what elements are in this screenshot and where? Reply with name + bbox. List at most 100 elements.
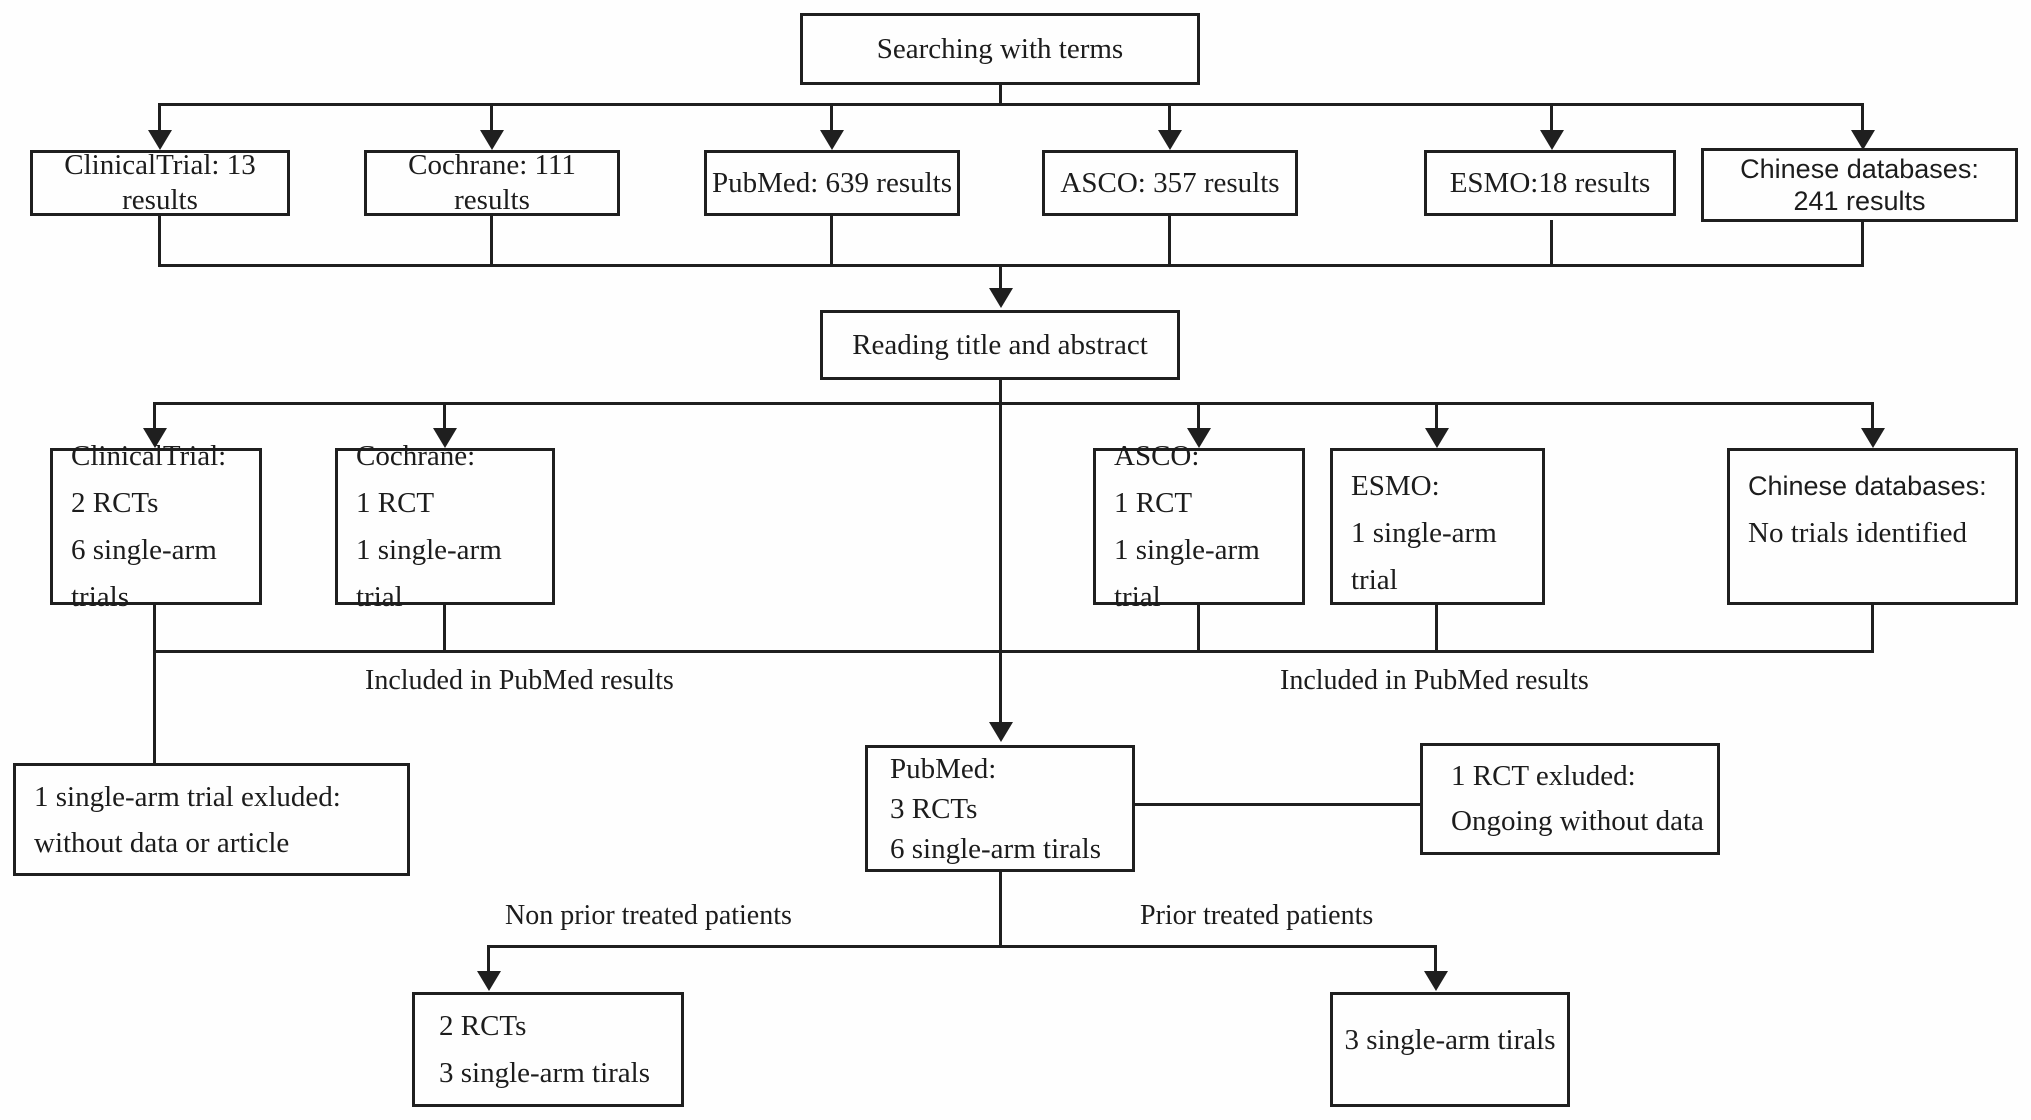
connector-arrow-db1: [158, 103, 161, 132]
connector-stub-scr4: [1435, 605, 1438, 652]
arrow-down-icon: [820, 130, 844, 150]
label-non-prior-treated: Non prior treated patients: [505, 900, 792, 931]
connector-arrow-scr4: [1435, 402, 1438, 430]
connector-arrow-scr5: [1871, 402, 1874, 430]
box-reading-title-abstract: Reading title and abstract: [820, 310, 1180, 380]
reading-title-abstract-label: Reading title and abstract: [852, 328, 1148, 361]
outcome-non-prior-line1: 2 RCTs: [439, 1009, 527, 1042]
arrow-down-icon: [1540, 130, 1564, 150]
pubmed-screened-line3: 6 single-arm tirals: [890, 832, 1102, 865]
arrow-down-icon: [143, 428, 167, 448]
arrow-down-icon: [1851, 130, 1875, 150]
arrow-down-icon: [1425, 428, 1449, 448]
excluded-single-arm-line2: without data or article: [34, 826, 290, 859]
connector-branch-right: [1434, 945, 1437, 973]
connector-stub-db3: [830, 216, 833, 267]
box-excluded-rct: 1 RCT exluded: Ongoing without data: [1420, 743, 1720, 855]
outcome-non-prior-line2: 3 single-arm tirals: [439, 1056, 651, 1089]
connector-collection-2: [153, 650, 1874, 653]
box-pubmed-screened: PubMed: 3 RCTs 6 single-arm tirals: [865, 745, 1135, 872]
connector-stub-scr1-long: [153, 605, 156, 765]
connector-stub-scr2: [443, 605, 446, 652]
connector-searching-stub: [999, 85, 1002, 105]
connector-arrow-scr3: [1197, 402, 1200, 430]
box-cochrane-screened: Cochrane: 1 RCT 1 single-arm trial: [335, 440, 555, 613]
box-clinicaltrial-results: ClinicalTrial: 13 results: [30, 149, 290, 216]
chinese-databases-results-line2: 241 results: [1793, 186, 1926, 216]
arrow-down-icon: [477, 971, 501, 991]
esmo-screened-line1: ESMO:: [1351, 470, 1440, 502]
label-included-pubmed-right: Included in PubMed results: [1280, 665, 1589, 696]
chinese-screened-line2: No trials identified: [1748, 517, 1968, 549]
excluded-rct-line2: Ongoing without data: [1451, 805, 1704, 837]
clinicaltrial-screened-line2: 2 RCTs: [71, 486, 159, 519]
connector-pubmed-down: [999, 872, 1002, 947]
arrow-down-icon: [1424, 971, 1448, 991]
pubmed-results-label: PubMed: 639 results: [711, 166, 953, 199]
label-included-pubmed-left: Included in PubMed results: [365, 665, 674, 696]
chinese-screened-line1: Chinese databases:: [1748, 471, 1987, 501]
arrow-down-icon: [989, 288, 1013, 308]
connector-split: [487, 945, 1437, 948]
connector-arrow-db6: [1861, 103, 1864, 132]
connector-stub-db6: [1861, 222, 1864, 267]
esmo-screened-line2: 1 single-arm trial: [1351, 517, 1497, 596]
connector-arrow-scr1: [153, 402, 156, 430]
clinicaltrial-screened-line1: ClinicalTrial:: [71, 439, 227, 472]
box-outcome-prior: 3 single-arm tirals: [1330, 992, 1570, 1107]
connector-branch-left: [487, 945, 490, 973]
connector-arrow-reading: [999, 264, 1002, 290]
arrow-down-icon: [1187, 428, 1211, 448]
excluded-rct-line1: 1 RCT exluded:: [1451, 760, 1636, 792]
box-outcome-non-prior: 2 RCTs 3 single-arm tirals: [412, 992, 684, 1107]
box-searching-label: Searching with terms: [876, 32, 1124, 65]
connector-center-vertical: [999, 402, 1002, 722]
connector-stub-scr3: [1197, 605, 1200, 652]
box-asco-screened: ASCO: 1 RCT 1 single-arm trial: [1093, 440, 1305, 613]
connector-distribution-1: [158, 103, 1864, 106]
connector-stub-scr5: [1871, 605, 1874, 652]
asco-results-label: ASCO: 357 results: [1060, 166, 1280, 199]
box-searching-with-terms: Searching with terms: [800, 13, 1200, 85]
cochrane-results-label: Cochrane: 111 results: [408, 149, 576, 216]
connector-stub-db1: [158, 216, 161, 267]
box-pubmed-results: PubMed: 639 results: [704, 150, 960, 216]
asco-screened-line2: 1 RCT: [1114, 486, 1193, 519]
cochrane-screened-line2: 1 RCT: [356, 486, 435, 519]
connector-collection-1: [158, 264, 1864, 267]
connector-arrow-scr2: [443, 402, 446, 430]
connector-arrow-db2: [490, 103, 493, 132]
clinicaltrial-results-label: ClinicalTrial: 13 results: [64, 149, 256, 216]
arrow-down-icon: [1861, 428, 1885, 448]
connector-stub-db5: [1550, 220, 1553, 267]
connector-stub-db4: [1168, 216, 1171, 267]
asco-screened-line3: 1 single-arm trial: [1114, 533, 1260, 613]
connector-arrow-db5: [1550, 103, 1553, 132]
excluded-single-arm-line1: 1 single-arm trial exluded:: [34, 780, 341, 813]
box-esmo-screened: ESMO: 1 single-arm trial: [1330, 448, 1545, 605]
cochrane-screened-line1: Cochrane:: [356, 439, 476, 472]
box-clinicaltrial-screened: ClinicalTrial: 2 RCTs 6 single-arm trial…: [50, 440, 262, 613]
arrow-down-icon: [1158, 130, 1182, 150]
connector-pubmed-excluded: [1135, 803, 1420, 806]
arrow-down-icon: [433, 428, 457, 448]
arrow-down-icon: [989, 722, 1013, 742]
connector-reading-stub: [999, 380, 1002, 405]
box-cochrane-results: Cochrane: 111 results: [364, 149, 620, 216]
cochrane-screened-line3: 1 single-arm trial: [356, 533, 502, 613]
connector-stub-db2: [490, 216, 493, 267]
pubmed-screened-line2: 3 RCTs: [890, 792, 978, 825]
arrow-down-icon: [480, 130, 504, 150]
esmo-results-label: ESMO:18 results: [1449, 166, 1651, 199]
outcome-prior-label: 3 single-arm tirals: [1344, 1024, 1556, 1056]
box-asco-results: ASCO: 357 results: [1042, 150, 1298, 216]
box-chinese-screened: Chinese databases: No trials identified: [1727, 448, 2018, 605]
connector-arrow-db4: [1168, 103, 1171, 132]
connector-distribution-2: [153, 402, 1874, 405]
connector-arrow-db3: [830, 103, 833, 132]
box-chinese-databases-results: Chinese databases: 241 results: [1701, 148, 2018, 222]
clinicaltrial-screened-line3: 6 single-arm trials: [71, 533, 217, 613]
arrow-down-icon: [148, 130, 172, 150]
label-prior-treated: Prior treated patients: [1140, 900, 1374, 931]
